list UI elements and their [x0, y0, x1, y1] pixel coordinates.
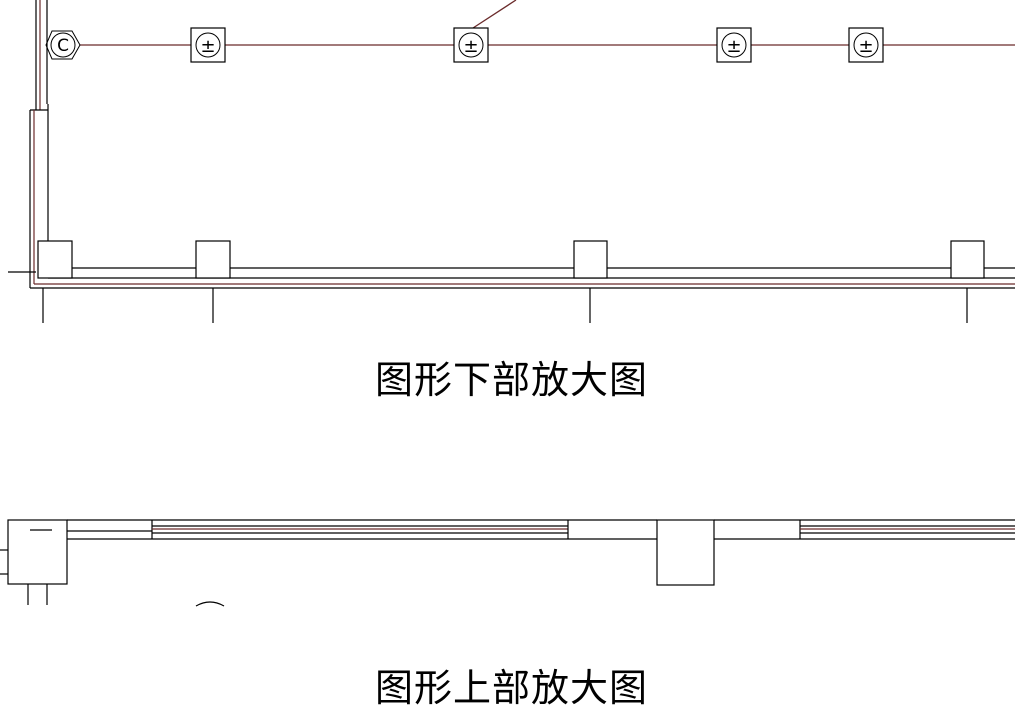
column	[195, 240, 231, 323]
bottom-wall	[8, 267, 1015, 289]
conduit-marker-label: C	[57, 36, 69, 56]
top-wall	[0, 519, 1015, 607]
column	[37, 240, 73, 323]
outlet-symbol-icon: ±	[848, 27, 884, 63]
outlet-symbol-label: ±	[200, 36, 215, 57]
bottom-part-enlarged-drawing: C ± ± ± ±	[8, 0, 1015, 323]
column	[573, 240, 608, 323]
outlet-symbol-label: ±	[463, 36, 478, 57]
outlet-symbol-label: ±	[726, 36, 741, 57]
outlet-symbol-icon: ±	[453, 27, 489, 63]
top-part-enlarged-drawing	[0, 519, 1015, 607]
conduit-marker-icon: C	[45, 30, 81, 60]
outlet-symbol-label: ±	[858, 36, 873, 57]
left-wall	[29, 0, 49, 288]
column	[950, 240, 985, 323]
top-part-caption: 图形上部放大图	[374, 666, 648, 710]
outlet-symbol-icon: ±	[716, 27, 752, 63]
circuit-wire	[80, 0, 1015, 46]
outlet-symbol-icon: ±	[190, 27, 226, 63]
bottom-part-caption: 图形下部放大图	[374, 358, 648, 402]
